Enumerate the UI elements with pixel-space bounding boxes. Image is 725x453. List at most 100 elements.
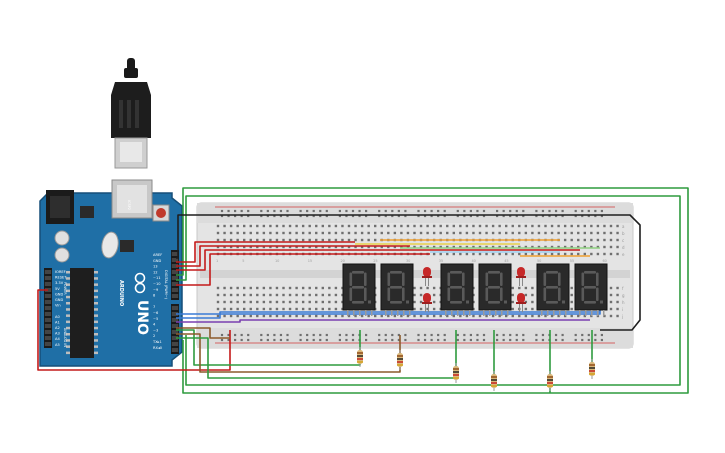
resistor[interactable] [547, 371, 553, 391]
smd-chip [120, 240, 134, 252]
column-number: 50 [537, 259, 541, 263]
wire-brown [176, 327, 230, 339]
seven-segment-display[interactable] [574, 263, 608, 316]
header-pin-label: A0 [55, 315, 60, 319]
header-pin-label: 8 [153, 294, 156, 298]
digital-label: DIGITAL (PWM~) [164, 270, 168, 300]
row-letter: d [622, 245, 625, 250]
column-number: 35 [439, 259, 443, 263]
capacitor [54, 247, 70, 263]
arduino-uno-board[interactable]: IOREFRESET3.3V5VGNDGNDVinA0A1A2A3A4A5POW… [39, 179, 183, 367]
column-number: 45 [504, 259, 508, 263]
resistor[interactable] [357, 347, 363, 367]
resistors [357, 347, 595, 391]
resistor[interactable] [589, 359, 595, 379]
board-brand: ARDUINO [118, 280, 124, 306]
column-number: 1 [216, 259, 218, 263]
seven-segment-display[interactable] [342, 263, 376, 316]
header-group-label: ANALOG IN [63, 328, 67, 347]
row-letter: e [622, 252, 625, 257]
header-pin-label: 2 [153, 334, 155, 338]
wire-green [176, 195, 681, 386]
seven-segment-display[interactable] [440, 263, 474, 316]
seven-segment-display[interactable] [478, 263, 512, 316]
resistor[interactable] [491, 371, 497, 391]
column-number: 40 [471, 259, 475, 263]
red-led[interactable] [422, 293, 432, 312]
row-letter: b [622, 231, 625, 236]
digital-header-bottom [171, 304, 179, 354]
header-pin-label: IOREF [55, 270, 66, 274]
wire-red [176, 245, 410, 267]
seven-segment-display[interactable] [536, 263, 570, 316]
chip-pins [66, 271, 98, 355]
seven-segment-display[interactable] [380, 263, 414, 316]
column-number: 20 [340, 259, 344, 263]
voltage-regulator [80, 206, 94, 218]
wire-red [176, 253, 430, 286]
header-pin-label: ~5 [153, 317, 158, 321]
header-pin-label: A4 [55, 337, 60, 341]
header-pin-label: 4 [153, 323, 156, 327]
header-pin-label: RESET [55, 276, 67, 280]
capacitor [54, 230, 70, 246]
resistor[interactable] [453, 363, 459, 383]
header-pin-label: Vin [55, 304, 61, 308]
header-pin-label: A1 [55, 320, 60, 324]
header-pin-label: ~9 [153, 288, 159, 292]
colon-leds [422, 267, 526, 312]
usb-cable[interactable] [111, 58, 151, 169]
header-pin-label: A2 [55, 326, 60, 330]
digital-header-top [171, 250, 179, 300]
row-letter: f [622, 286, 624, 291]
seven-segment-displays [342, 263, 608, 316]
header-pin-label: GND [55, 298, 63, 302]
column-number: 55 [570, 259, 574, 263]
header-pin-label: ~10 [153, 282, 161, 286]
wire-red [37, 289, 231, 371]
red-led[interactable] [516, 267, 526, 286]
header-pin-label: GND [55, 292, 63, 296]
arduino-logo-icon [134, 272, 146, 294]
column-number: 60 [602, 259, 606, 263]
header-pin-label: 12 [153, 270, 158, 274]
header-group-label: POWER [63, 282, 67, 295]
wire-purple [176, 319, 590, 323]
header-pin-label: RX◂0 [153, 346, 163, 350]
wire-red [176, 249, 580, 271]
header-pin-label: 3.3V [55, 281, 64, 285]
crystal [101, 231, 119, 259]
header-pin-label: 13 [153, 265, 158, 269]
header-pin-label: A3 [55, 332, 60, 336]
header-pin-label: 7 [153, 305, 155, 309]
red-led[interactable] [422, 267, 432, 286]
red-led[interactable] [516, 293, 526, 312]
column-number: 10 [275, 259, 279, 263]
icsp-label: ICSP2 [127, 200, 131, 210]
wire-red [176, 241, 355, 263]
row-letter: h [622, 300, 625, 305]
column-number: 30 [406, 259, 410, 263]
board-model: UNO [134, 300, 150, 335]
header-pin-label: AREF [153, 253, 162, 257]
row-letter: g [622, 293, 625, 298]
atmega-chip [70, 268, 94, 358]
header-pin-label: 5V [55, 287, 60, 291]
wire-green [176, 330, 457, 379]
wire-green [176, 187, 689, 394]
row-letter: c [622, 238, 624, 243]
power-analog-labels: IOREFRESET3.3V5VGNDGNDVinA0A1A2A3A4A5POW… [55, 270, 67, 347]
resistor[interactable] [397, 350, 403, 370]
header-pin-label: GND [153, 259, 161, 263]
header-pin-label: ~11 [153, 276, 161, 280]
wiring [37, 187, 689, 394]
header-pin-label: ~3 [153, 328, 158, 332]
header-pin-label: ~6 [153, 311, 159, 315]
row-letter: j [621, 314, 623, 319]
header-pin-label: TX▸1 [152, 340, 162, 344]
reset-button[interactable] [152, 204, 170, 222]
column-number: 5 [242, 259, 244, 263]
row-letter: i [622, 307, 623, 312]
